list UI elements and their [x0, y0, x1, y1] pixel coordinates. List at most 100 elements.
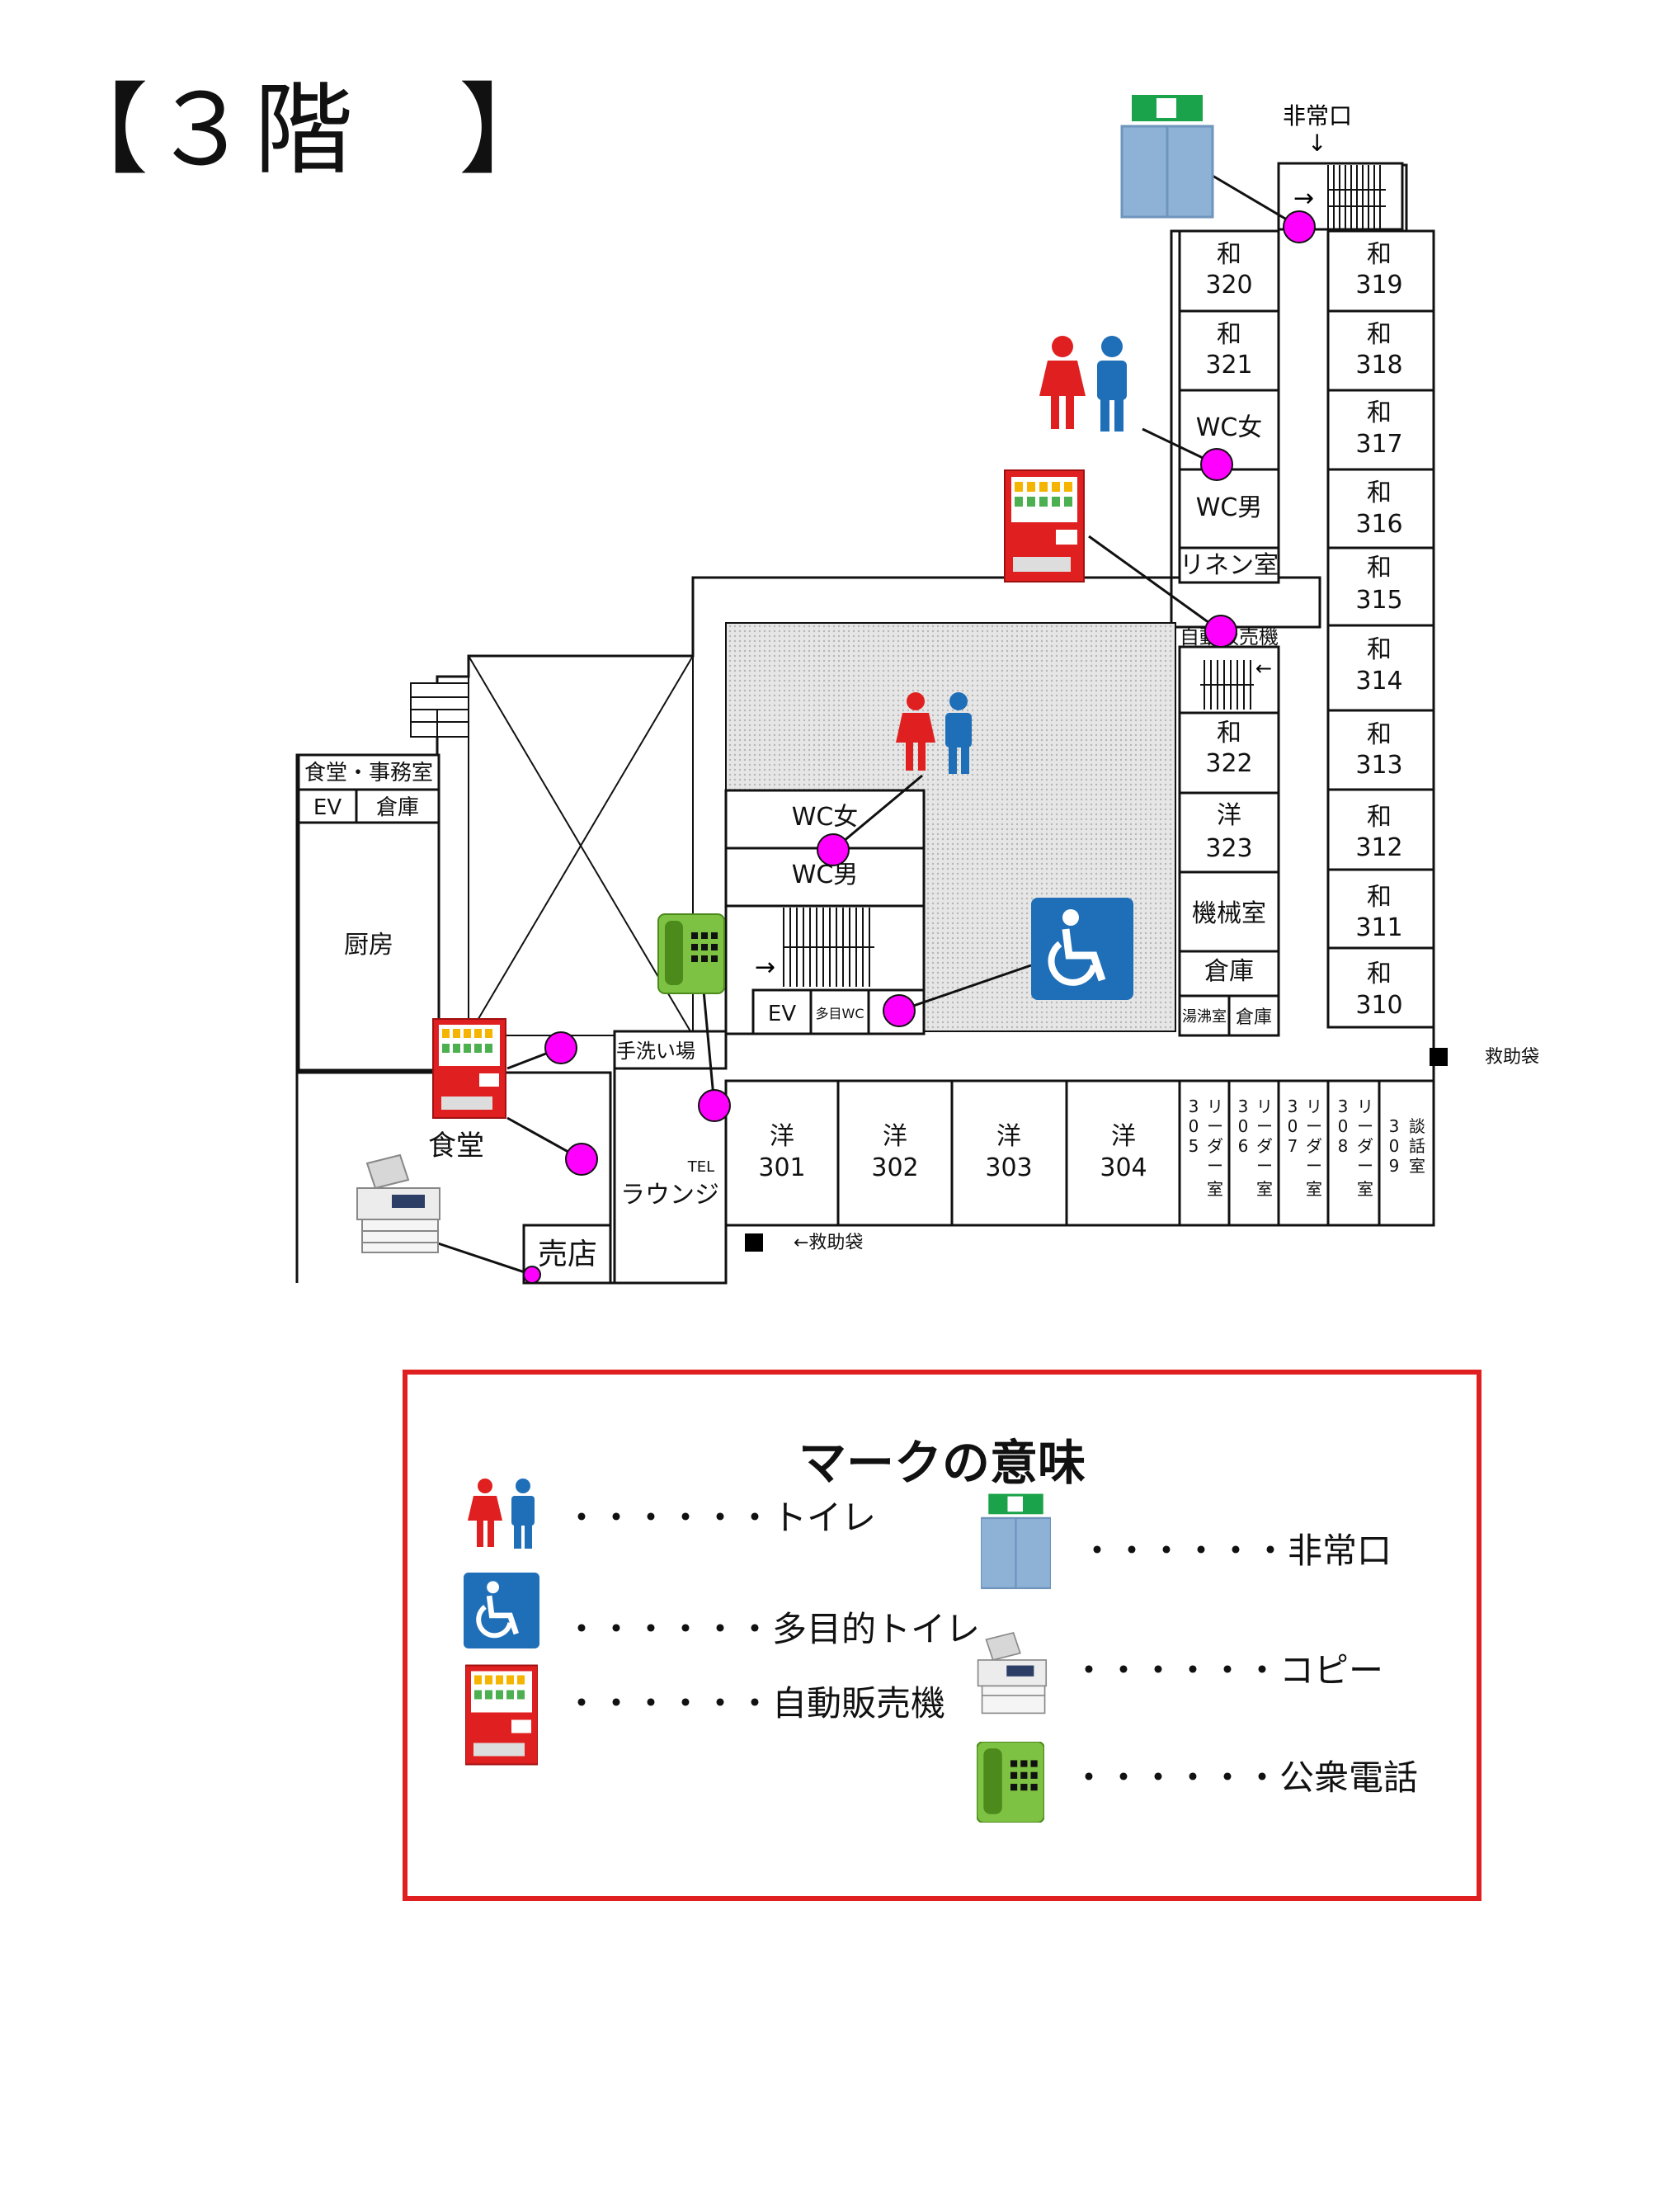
accessible-toilet-icon	[464, 1573, 539, 1648]
svg-text:0: 0	[1238, 1116, 1249, 1136]
room-318-number: 318	[1355, 351, 1402, 380]
legend-accessible-label: ・・・・・・多目的トイレ	[564, 1609, 981, 1649]
copier-icon	[356, 1153, 440, 1253]
room-317-number: 317	[1355, 430, 1402, 459]
room-310-number: 310	[1355, 991, 1402, 1020]
boiler-room: 湯沸室	[1182, 1008, 1227, 1026]
room-313-kind: 和	[1367, 720, 1392, 749]
svg-text:8: 8	[1338, 1136, 1349, 1156]
room-315-number: 315	[1355, 586, 1402, 615]
wc-male-center: WC男	[792, 861, 859, 889]
rescue-bag-east-icon	[1430, 1048, 1448, 1066]
room-316-kind: 和	[1367, 479, 1392, 507]
svg-text:話: 話	[1409, 1136, 1425, 1156]
svg-text:ダ: ダ	[1207, 1136, 1223, 1156]
svg-text:0: 0	[1338, 1116, 1349, 1136]
room-318-kind: 和	[1367, 320, 1392, 349]
room-303-number: 303	[985, 1153, 1032, 1182]
room-312-kind: 和	[1367, 803, 1392, 832]
svg-text:3: 3	[1189, 1097, 1199, 1116]
emergency-exit-icon	[1120, 95, 1214, 219]
room-302-kind: 洋	[883, 1122, 907, 1151]
svg-text:室: 室	[1207, 1179, 1223, 1199]
room-320-kind: 和	[1217, 240, 1241, 269]
svg-text:ー: ー	[1357, 1116, 1373, 1136]
room-323-number: 323	[1205, 834, 1252, 863]
room-317-kind: 和	[1367, 399, 1392, 427]
legend-box: マークの意味 ・・・・・・トイレ ・・・・・・多目的トイレ ・・・・・・自動販売…	[403, 1370, 1482, 1901]
stair-arrow: →	[1293, 184, 1314, 213]
restroom-icon-center	[896, 692, 972, 774]
room-313-number: 313	[1355, 751, 1402, 780]
payphone-marker	[698, 1089, 731, 1122]
payphone-icon	[657, 913, 725, 994]
storage-east-2: 倉庫	[1236, 1007, 1272, 1028]
exit-marker	[1283, 210, 1316, 243]
payphone-icon	[977, 1742, 1044, 1823]
svg-text:ダ: ダ	[1306, 1136, 1322, 1156]
legend-payphone-label: ・・・・・・公衆電話	[1072, 1757, 1419, 1798]
svg-text:談: 談	[1409, 1116, 1425, 1136]
vending-marker	[1204, 615, 1237, 648]
room-319-kind: 和	[1367, 240, 1392, 269]
room-311-kind: 和	[1367, 883, 1392, 912]
shop: 売店	[538, 1238, 597, 1271]
room-304-kind: 洋	[1111, 1122, 1136, 1151]
rescue-bag-east-label: 救助袋	[1485, 1047, 1539, 1068]
room-301-kind: 洋	[770, 1122, 794, 1151]
stair-arrow-center: →	[755, 953, 775, 982]
tel-label: TEL	[687, 1158, 714, 1176]
svg-text:3: 3	[1338, 1097, 1349, 1116]
svg-text:ー: ー	[1306, 1116, 1322, 1136]
room-316-number: 316	[1355, 510, 1402, 539]
svg-text:6: 6	[1238, 1136, 1249, 1156]
svg-text:ー: ー	[1256, 1116, 1273, 1136]
cafeteria: 食堂	[428, 1130, 484, 1163]
room-323-kind: 洋	[1217, 801, 1241, 830]
room-303-kind: 洋	[996, 1122, 1021, 1151]
svg-text:3: 3	[1389, 1116, 1400, 1136]
svg-text:室: 室	[1357, 1179, 1373, 1199]
room-321-number: 321	[1205, 351, 1252, 380]
room-312-number: 312	[1355, 833, 1402, 862]
rescue-bag-south-label: ←救助袋	[794, 1233, 863, 1253]
svg-text:ー: ー	[1207, 1156, 1223, 1176]
room-322-kind: 和	[1217, 719, 1241, 748]
copier-icon	[977, 1631, 1048, 1714]
toilet-north-marker	[1200, 448, 1233, 481]
room-321-kind: 和	[1217, 320, 1241, 349]
rescue-bag-south-icon	[745, 1233, 763, 1252]
svg-text:3: 3	[1288, 1097, 1298, 1116]
svg-text:0: 0	[1288, 1116, 1298, 1136]
svg-text:0: 0	[1189, 1116, 1199, 1136]
wc-female-center: WC女	[792, 803, 859, 832]
exit-label: 非常口	[1283, 102, 1352, 130]
legend-copier-label: ・・・・・・コピー	[1072, 1650, 1384, 1691]
room-320-number: 320	[1205, 271, 1252, 299]
svg-text:ー: ー	[1306, 1156, 1322, 1176]
svg-text:リ: リ	[1256, 1097, 1273, 1116]
floor-map: → 非常口 ↓ ←	[295, 95, 1539, 1285]
svg-text:3: 3	[1238, 1097, 1249, 1116]
ev-west: EV	[313, 795, 342, 820]
storage-east: 倉庫	[1204, 957, 1254, 986]
room-301-number: 301	[758, 1153, 805, 1182]
svg-text:5: 5	[1189, 1136, 1199, 1156]
svg-text:リ: リ	[1357, 1097, 1373, 1116]
storage-west: 倉庫	[376, 795, 419, 820]
svg-text:0: 0	[1389, 1136, 1400, 1156]
svg-text:9: 9	[1389, 1156, 1400, 1176]
legend-toilet-label: ・・・・・・トイレ	[564, 1497, 877, 1538]
svg-text:ー: ー	[1256, 1156, 1273, 1176]
linen-room: リネン室	[1180, 551, 1279, 580]
room-314-kind: 和	[1367, 635, 1392, 664]
accessible-toilet-icon	[1031, 898, 1133, 1000]
lounge: ラウンジ	[620, 1181, 719, 1210]
washroom: 手洗い場	[616, 1040, 695, 1063]
svg-text:室: 室	[1256, 1179, 1273, 1199]
legend-vending-label: ・・・・・・自動販売機	[564, 1683, 946, 1724]
multi-wc: 多目WC	[816, 1006, 864, 1021]
